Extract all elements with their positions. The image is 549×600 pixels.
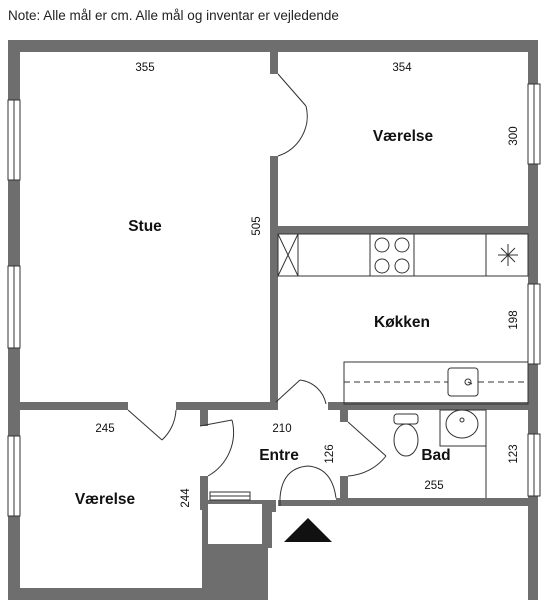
room-label-entre: Entre xyxy=(259,447,299,464)
interior-walls xyxy=(20,52,528,512)
dim-vaerelse-top-depth: 300 xyxy=(508,126,520,145)
dim-stue-depth: 505 xyxy=(251,216,263,235)
bathroom-fixtures xyxy=(393,409,487,498)
room-label-kokken: Køkken xyxy=(374,314,430,331)
room-label-bad: Bad xyxy=(421,447,450,464)
plan-note: Note: Alle mål er cm. Alle mål og invent… xyxy=(8,8,339,23)
kitchen-fixtures xyxy=(277,233,529,405)
doors xyxy=(127,73,387,506)
dim-vaerelse-top-width: 354 xyxy=(392,62,412,74)
dim-entre-depth: 126 xyxy=(324,444,336,463)
dim-entre-width: 210 xyxy=(272,423,291,435)
entrance-arrow-icon xyxy=(284,518,332,542)
dim-vaerelse-bottom-width: 245 xyxy=(95,423,114,435)
dim-stue-width: 355 xyxy=(135,62,154,74)
room-label-stue: Stue xyxy=(128,218,162,235)
windows xyxy=(7,83,541,517)
dim-kokken-depth: 198 xyxy=(508,310,520,329)
room-label-vaerelse-bottom: Værelse xyxy=(75,491,136,508)
dim-vaerelse-bottom-depth: 244 xyxy=(180,488,192,508)
dim-bad-width: 255 xyxy=(424,480,443,492)
dim-bad-depth: 123 xyxy=(508,444,520,463)
room-label-vaerelse-top: Værelse xyxy=(373,128,434,145)
